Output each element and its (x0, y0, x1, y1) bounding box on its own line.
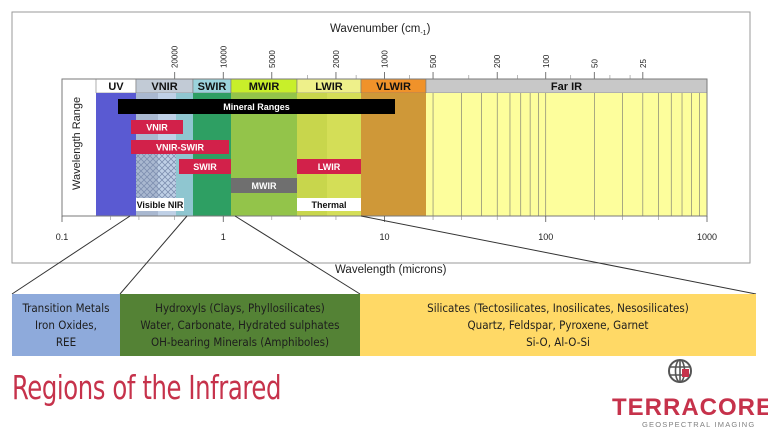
wavelength-tick-label: 100 (538, 232, 553, 242)
band-region (426, 93, 707, 216)
mineral-line: Silicates (Tectosilicates, Inosilicates,… (427, 300, 689, 315)
wavenumber-axis-title: Wavenumber (cm-1) (330, 23, 431, 37)
wavelength-tick-label: 10 (379, 232, 389, 242)
mineral-line: Transition Metals (22, 300, 110, 315)
wavelength-axis-title: Wavelength (microns) (335, 264, 447, 276)
range-bar-label: SWIR (193, 162, 217, 172)
wavenumber-ticks: 20000 10000 5000 2000 1000 500 200 100 50 25 (171, 45, 648, 79)
wavenumber-tick-label: 10000 (219, 45, 228, 68)
range-bar-mineral (118, 99, 395, 114)
range-bar-label: VNIR (146, 123, 168, 133)
range-bar-label: MWIR (252, 181, 277, 191)
band-label: MWIR (249, 81, 280, 93)
mineral-group-hydroxyls: Hydroxyls (Clays, Phyllosilicates) Water… (120, 294, 360, 356)
logo-tagline: GEOSPECTRAL IMAGING (642, 420, 756, 429)
mineral-group-transition-metals: Transition Metals Iron Oxides, REE (12, 294, 120, 356)
wavenumber-tick-label: 200 (493, 54, 502, 68)
connector-line (11, 215, 131, 295)
range-bar-label: Visible NIR (137, 200, 184, 210)
range-bar-label: VNIR-SWIR (156, 143, 204, 153)
wavenumber-tick-label: 100 (542, 54, 551, 68)
range-bar-label: LWIR (318, 162, 341, 172)
wavenumber-tick-label: 50 (590, 59, 599, 68)
mineral-group-silicates: Silicates (Tectosilicates, Inosilicates,… (360, 294, 756, 356)
range-bar-visible-nir (136, 198, 184, 211)
wavenumber-tick-label: 20000 (171, 45, 180, 68)
page-title: Regions of the Infrared (12, 368, 282, 407)
wavelength-tick-label: 0.1 (56, 232, 69, 242)
wavenumber-tick-label: 5000 (268, 50, 277, 68)
band-label: UV (108, 81, 124, 93)
far-ir-gridlines (432, 93, 700, 216)
logo-wordmark: TERRACORE (612, 394, 768, 421)
range-bar-vnir-swir (131, 140, 229, 154)
wavenumber-tick-label: 25 (639, 59, 648, 68)
connector-line (234, 215, 361, 295)
wavelength-ticks: 0.1 1 10 100 1000 (56, 216, 717, 242)
band-label: VNIR (151, 81, 177, 93)
range-bar-thermal (297, 198, 361, 211)
connector-line (119, 215, 188, 295)
wavelength-tick-label: 1000 (697, 232, 717, 242)
mineral-line: Quartz, Feldspar, Pyroxene, Garnet (467, 317, 649, 332)
band-label: SWIR (198, 81, 227, 93)
mineral-line: Water, Carbonate, Hydrated sulphates (140, 317, 340, 332)
band-label: Far IR (551, 81, 582, 93)
wavelength-range-title: Wavelength Range (71, 97, 83, 190)
range-bar-vnir (131, 120, 183, 134)
mineral-line: Si-O, Al-O-Si (526, 334, 590, 349)
wavenumber-tick-label: 2000 (332, 50, 341, 68)
mineral-line: OH-bearing Minerals (Amphiboles) (150, 334, 330, 349)
range-bar-mwir (231, 178, 297, 193)
band-gap (62, 93, 96, 216)
range-bar-swir (179, 159, 231, 174)
range-bar-label: Mineral Ranges (223, 102, 290, 112)
range-bar-label: Thermal (311, 200, 346, 210)
mineral-line: REE (55, 334, 77, 349)
range-bar-lwir (297, 159, 361, 174)
connector-line (360, 215, 757, 295)
mineral-line: Iron Oxides, (35, 317, 97, 332)
connector-lines (11, 215, 757, 295)
band-label: LWIR (315, 81, 343, 93)
globe-icon (668, 359, 692, 383)
band-label: VLWIR (376, 81, 411, 93)
wavelength-tick-label: 1 (221, 232, 226, 242)
mineral-line: Hydroxyls (Clays, Phyllosilicates) (155, 300, 325, 315)
visible-hatch (136, 150, 176, 205)
wavenumber-tick-label: 1000 (381, 50, 390, 68)
wavenumber-tick-label: 500 (429, 54, 438, 68)
band-header-row: UV VNIR SWIR MWIR LWIR VLWIR Far IR (95, 78, 708, 94)
